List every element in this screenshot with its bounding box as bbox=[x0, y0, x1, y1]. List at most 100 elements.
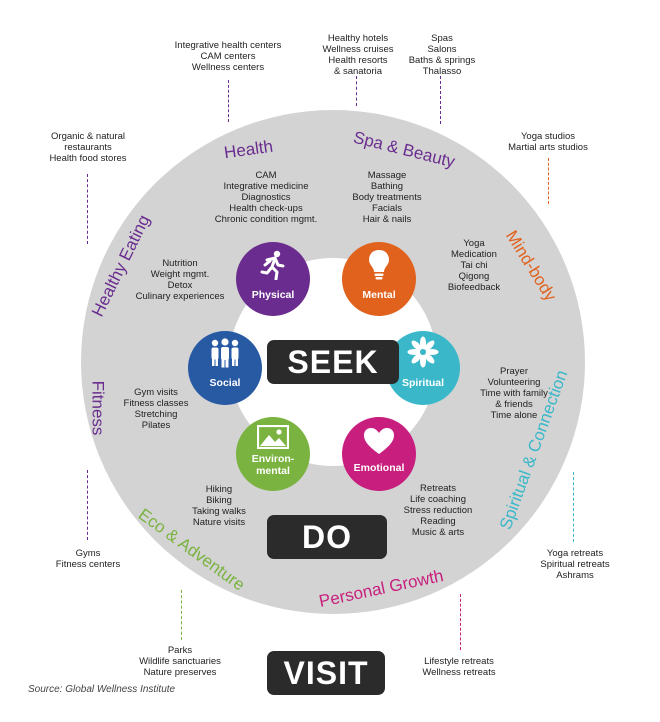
do-item: Chronic condition mgmt. bbox=[214, 214, 318, 225]
do-list-spa: Massage Bathing Body treatments Facials … bbox=[344, 170, 430, 225]
visit-list-parks: Parks Wildlife sanctuaries Nature preser… bbox=[130, 645, 230, 678]
visit-item: & sanatoria bbox=[333, 66, 383, 77]
do-item: Tai chi bbox=[460, 260, 488, 271]
do-item: Taking walks bbox=[192, 506, 246, 517]
visit-item: Salons bbox=[427, 44, 457, 55]
do-item: Nature visits bbox=[192, 517, 246, 528]
visit-pill: VISIT bbox=[267, 651, 385, 695]
do-item: Prayer bbox=[500, 366, 528, 377]
do-list-growth: Retreats Life coaching Stress reduction … bbox=[398, 483, 478, 538]
seek-pill: SEEK bbox=[267, 340, 399, 384]
do-item: Biofeedback bbox=[447, 282, 501, 293]
do-item: Massage bbox=[367, 170, 407, 181]
connector-gyms bbox=[87, 470, 88, 540]
connector-health bbox=[228, 80, 229, 122]
circle-social: Social bbox=[188, 331, 262, 405]
connector-hotels bbox=[356, 76, 357, 106]
circle-physical: Physical bbox=[236, 242, 310, 316]
lotus-icon bbox=[407, 336, 439, 368]
do-item: Detox bbox=[167, 280, 193, 291]
visit-item: Wellness centers bbox=[191, 62, 265, 73]
connector-retreats bbox=[573, 472, 574, 542]
connector-restaurants bbox=[87, 174, 88, 244]
landscape-icon bbox=[257, 425, 289, 449]
lightbulb-icon bbox=[369, 250, 389, 280]
do-item: Bathing bbox=[370, 181, 404, 192]
circle-label-line1: Environ- bbox=[251, 453, 295, 465]
visit-list-health: Integrative health centers CAM centers W… bbox=[168, 40, 288, 73]
visit-item: Integrative health centers bbox=[174, 40, 282, 51]
visit-item: Nature preserves bbox=[143, 667, 217, 678]
heart-icon bbox=[364, 428, 394, 454]
do-item: Nutrition bbox=[162, 258, 198, 269]
do-item: Gym visits bbox=[134, 387, 178, 398]
visit-list-spas: Spas Salons Baths & springs Thalasso bbox=[404, 33, 480, 77]
circle-label: Spiritual bbox=[401, 377, 444, 389]
do-item: Fitness classes bbox=[123, 398, 189, 409]
do-item: Hair & nails bbox=[362, 214, 412, 225]
connector-yoga-studios bbox=[548, 158, 549, 204]
do-item: Body treatments bbox=[352, 192, 422, 203]
visit-item: Gyms bbox=[75, 548, 101, 559]
visit-item: Healthy hotels bbox=[327, 33, 389, 44]
do-item: Weight mgmt. bbox=[150, 269, 210, 280]
connector-lifestyle bbox=[460, 594, 461, 650]
do-item: Volunteering bbox=[487, 377, 541, 388]
do-list-eating: Nutrition Weight mgmt. Detox Culinary ex… bbox=[126, 258, 234, 302]
do-item: Stress reduction bbox=[403, 505, 473, 516]
do-list-mind-body: Yoga Medication Tai chi Qigong Biofeedba… bbox=[440, 238, 508, 293]
do-item: Qigong bbox=[458, 271, 490, 282]
visit-item: Spiritual retreats bbox=[540, 559, 610, 570]
running-person-icon bbox=[260, 250, 285, 280]
visit-item: Martial arts studios bbox=[508, 142, 588, 153]
do-item: Time with family bbox=[480, 388, 548, 399]
do-pill: DO bbox=[267, 515, 387, 559]
visit-item: Organic & natural bbox=[51, 131, 125, 142]
do-item: Medication bbox=[451, 249, 497, 260]
visit-item: Lifestyle retreats bbox=[424, 656, 494, 667]
do-item: Pilates bbox=[141, 420, 171, 431]
visit-item: Wellness retreats bbox=[422, 667, 496, 678]
circle-label: Physical bbox=[251, 289, 295, 301]
do-item: CAM bbox=[255, 170, 277, 181]
connector-parks bbox=[181, 590, 182, 640]
connector-spas bbox=[440, 76, 441, 124]
do-item: Facials bbox=[371, 203, 403, 214]
circle-label: Emotional bbox=[353, 462, 405, 474]
visit-item: Thalasso bbox=[422, 66, 462, 77]
do-item: Time alone bbox=[490, 410, 538, 421]
visit-item: CAM centers bbox=[200, 51, 256, 62]
do-item: & friends bbox=[495, 399, 533, 410]
do-item: Retreats bbox=[420, 483, 456, 494]
people-group-icon bbox=[211, 338, 239, 368]
do-item: Health check-ups bbox=[229, 203, 303, 214]
circle-label-line2: mental bbox=[256, 465, 290, 477]
visit-list-gyms: Gyms Fitness centers bbox=[48, 548, 128, 570]
do-list-health: CAM Integrative medicine Diagnostics Hea… bbox=[206, 170, 326, 225]
visit-item: Wildlife sanctuaries bbox=[139, 656, 221, 667]
visit-item: Spas bbox=[431, 33, 453, 44]
circle-mental: Mental bbox=[342, 242, 416, 316]
visit-item: Wellness cruises bbox=[322, 44, 394, 55]
visit-item: Yoga retreats bbox=[546, 548, 604, 559]
do-item: Culinary experiences bbox=[135, 291, 225, 302]
do-item: Diagnostics bbox=[241, 192, 291, 203]
do-item: Stretching bbox=[134, 409, 178, 420]
visit-item: Health food stores bbox=[49, 153, 127, 164]
visit-item: Yoga studios bbox=[520, 131, 576, 142]
do-item: Biking bbox=[206, 495, 232, 506]
visit-item: restaurants bbox=[64, 142, 112, 153]
do-item: Hiking bbox=[205, 484, 233, 495]
do-list-eco: Hiking Biking Taking walks Nature visits bbox=[184, 484, 254, 528]
category-fitness: Fitness bbox=[88, 380, 108, 436]
circle-emotional: Emotional bbox=[342, 417, 416, 491]
visit-item: Parks bbox=[167, 645, 193, 656]
do-item: Life coaching bbox=[410, 494, 466, 505]
circle-label: Mental bbox=[362, 289, 396, 301]
visit-list-yoga-studios: Yoga studios Martial arts studios bbox=[498, 131, 598, 153]
visit-item: Fitness centers bbox=[55, 559, 121, 570]
do-item: Reading bbox=[420, 516, 456, 527]
visit-item: Health resorts bbox=[328, 55, 388, 66]
do-list-spiritual: Prayer Volunteering Time with family & f… bbox=[468, 366, 560, 421]
source-note: Source: Global Wellness Institute bbox=[28, 684, 176, 695]
